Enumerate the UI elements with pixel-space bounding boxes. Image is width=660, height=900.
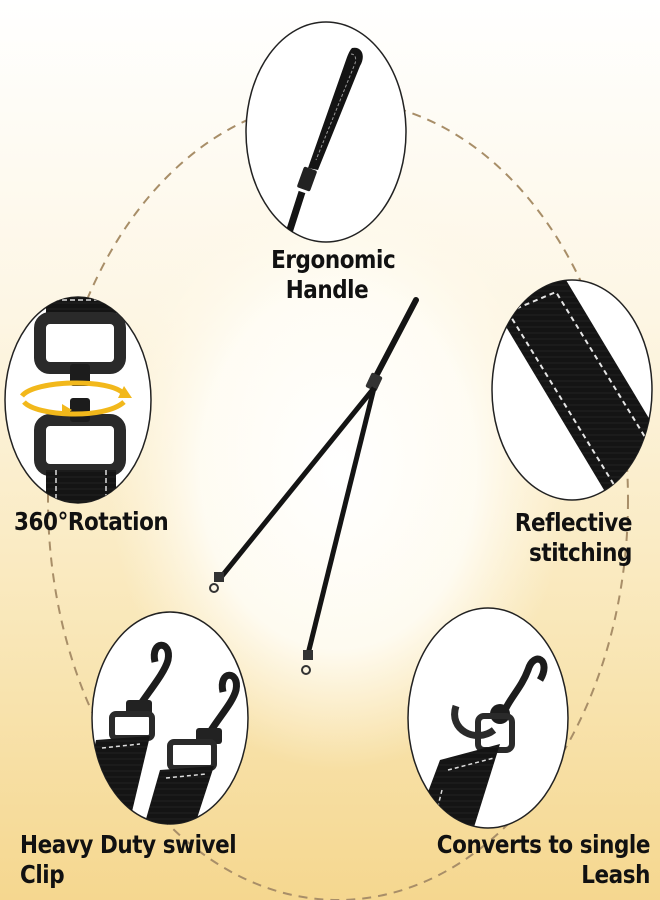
- feature-label-convert: Converts to single Leash: [375, 830, 651, 890]
- reflective-label-line2: stitching: [529, 538, 632, 567]
- clip-label: Heavy Duty swivel Clip: [20, 830, 237, 889]
- feature-label-clip: Heavy Duty swivel Clip: [20, 830, 278, 890]
- convert-label: Converts to single Leash: [436, 830, 651, 889]
- feature-label-handle: Ergonomic Handle: [271, 245, 396, 305]
- swivel-rotation-icon: [20, 297, 132, 503]
- reflective-label-line1: Reflective: [514, 508, 633, 537]
- handle-bubble: [245, 21, 407, 243]
- handle-label-line2: Handle: [285, 275, 369, 304]
- convert-bubble: [407, 607, 569, 829]
- rotation-bubble: [4, 296, 152, 504]
- rotation-label: 360°Rotation: [14, 507, 169, 536]
- double-leash-icon: [209, 297, 419, 675]
- feature-label-rotation: 360°Rotation: [14, 507, 169, 537]
- reflective-strap-icon: [492, 280, 652, 500]
- handle-label-line1: Ergonomic: [271, 245, 396, 274]
- clip-bubble: [91, 611, 249, 825]
- reflective-bubble: [491, 279, 653, 501]
- feature-label-reflective: Reflective stitching: [493, 508, 633, 568]
